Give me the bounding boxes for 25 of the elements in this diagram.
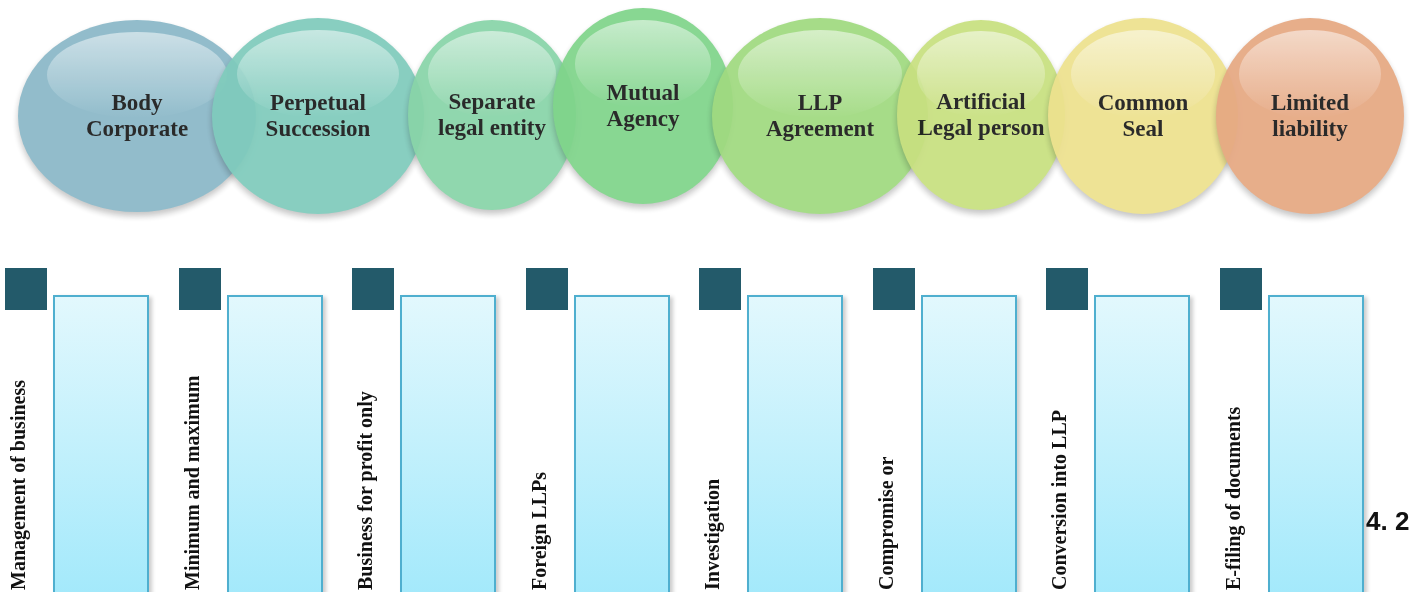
panel-heading: Investigation <box>700 477 724 590</box>
circle-label: Mutual Agency <box>605 79 681 133</box>
feature-panel <box>573 295 670 592</box>
panel-heading: Compromise or <box>873 455 898 590</box>
feature-panel <box>1267 295 1364 592</box>
circle-label: Artificial Legal person <box>916 88 1046 142</box>
panel-heading: Minimum and maximum <box>179 374 204 590</box>
feature-panel <box>53 295 149 592</box>
feature-panel <box>1094 295 1190 592</box>
circle-label: LLP Agreement <box>764 89 876 143</box>
panel-heading: Conversion into LLP <box>1047 408 1071 590</box>
circle-label: Common Seal <box>1096 89 1190 143</box>
panel-heading: Business for profit only <box>353 390 377 590</box>
feature-panel <box>920 295 1017 592</box>
circle-label: Limited liability <box>1270 89 1350 143</box>
panel-heading: Foreign LLPs <box>526 471 551 590</box>
page-number: 4. 2 <box>1366 506 1410 537</box>
panel-heading: Management of business <box>6 379 30 590</box>
feature-panel <box>226 295 323 592</box>
feature-panel <box>747 295 843 592</box>
feature-panel <box>400 295 496 592</box>
circle-label: Perpetual Succession <box>264 89 372 143</box>
panel-heading: E-filing of documents <box>1220 405 1245 590</box>
circle-label: Separate legal entity <box>437 88 547 142</box>
circle-label: Body Corporate <box>84 89 190 143</box>
